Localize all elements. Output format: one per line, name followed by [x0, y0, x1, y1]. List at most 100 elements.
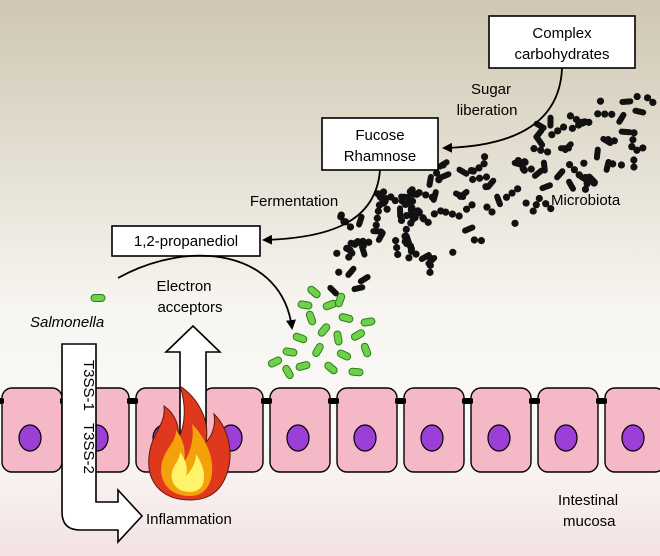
coccus-bacterium-icon [482, 183, 490, 191]
sugar-liberation-arrow [442, 67, 563, 153]
rod-bacterium-icon [360, 317, 376, 327]
coccus-bacterium-icon [462, 201, 476, 213]
coccus-bacterium-icon [483, 203, 496, 216]
rod-bacterium-icon [533, 127, 545, 140]
rod-bacterium-icon [566, 178, 576, 192]
nucleus [420, 424, 444, 452]
rod-bacterium-icon [562, 141, 574, 154]
coccus-bacterium-icon [376, 193, 391, 213]
mucosa-label: mucosa [563, 513, 616, 530]
rod-bacterium-icon [462, 224, 476, 234]
propanediol-box: 1,2-propanediol [111, 225, 261, 257]
coccus-bacterium-icon [372, 207, 382, 229]
coccus-bacterium-icon [596, 97, 605, 105]
epithelial-cell [269, 387, 331, 473]
microbiota-label: Microbiota [551, 192, 621, 209]
coccus-bacterium-icon [514, 156, 529, 166]
coccus-bacterium-icon [335, 268, 343, 276]
acceptors-label: acceptors [157, 299, 222, 316]
microbiota-cluster [327, 92, 657, 297]
rod-bacterium-icon [348, 367, 364, 377]
nucleus [487, 424, 511, 452]
rod-bacterium-icon [456, 166, 470, 177]
complex-carbohydrates-box: Complex carbohydrates [488, 15, 636, 69]
epithelial-cell [470, 387, 532, 473]
fucose-label: Fucose [355, 127, 404, 144]
rod-bacterium-icon [407, 206, 416, 221]
rod-bacterium-icon [354, 237, 367, 250]
coccus-bacterium-icon [430, 207, 445, 218]
coccus-bacterium-icon [419, 215, 428, 223]
rod-bacterium-icon [356, 213, 365, 228]
rod-bacterium-icon [436, 159, 450, 170]
rod-bacterium-icon [357, 274, 371, 285]
electron-acceptor-arrow [117, 254, 296, 330]
rod-bacterium-icon [360, 342, 372, 358]
coccus-bacterium-icon [406, 187, 421, 198]
salmonella-cluster [90, 285, 376, 380]
coccus-bacterium-icon [343, 244, 356, 257]
rod-bacterium-icon [292, 332, 308, 344]
nucleus [621, 424, 645, 452]
coccus-bacterium-icon [580, 159, 588, 167]
rod-bacterium-icon [312, 342, 324, 358]
coccus-bacterium-icon [633, 92, 641, 101]
rod-bacterium-icon [398, 193, 413, 201]
propanediol-label: 1,2-propanediol [134, 233, 238, 250]
coccus-bacterium-icon [392, 237, 402, 259]
t3ss-arrow [61, 343, 144, 545]
t3ss1-label: T3SS-1 [80, 360, 97, 411]
rod-bacterium-icon [603, 158, 612, 173]
inflammation-label: Inflammation [146, 511, 232, 528]
rod-bacterium-icon [90, 294, 106, 302]
coccus-bacterium-icon [610, 137, 618, 145]
rod-bacterium-icon [619, 98, 634, 105]
rod-bacterium-icon [531, 167, 545, 179]
coccus-bacterium-icon [405, 247, 416, 262]
coccus-bacterium-icon [617, 161, 626, 169]
coccus-bacterium-icon [633, 146, 641, 154]
rod-bacterium-icon [307, 285, 321, 299]
coccus-bacterium-icon [548, 123, 568, 139]
rod-bacterium-icon [533, 120, 547, 131]
rod-bacterium-icon [438, 171, 452, 181]
flame-icon [148, 384, 231, 501]
nucleus [286, 424, 310, 452]
fermentation-arrow [262, 169, 381, 245]
rod-bacterium-icon [333, 330, 343, 346]
rod-bacterium-icon [282, 364, 294, 380]
rod-bacterium-icon [547, 114, 554, 129]
rod-bacterium-icon [418, 252, 432, 263]
complex-label-1: Complex [532, 25, 592, 42]
nucleus [18, 424, 42, 452]
coccus-bacterium-icon [643, 94, 657, 107]
coccus-bacterium-icon [467, 167, 475, 175]
rod-bacterium-icon [295, 361, 311, 371]
liberation-label: liberation [457, 102, 518, 119]
rod-bacterium-icon [345, 265, 357, 278]
epithelial-cell [604, 387, 660, 473]
rod-bacterium-icon [586, 173, 598, 186]
rod-bacterium-icon [616, 111, 627, 125]
sugar-label: Sugar [471, 81, 511, 98]
rod-bacterium-icon [282, 347, 298, 357]
coccus-bacterium-icon [530, 144, 552, 156]
rod-bacterium-icon [351, 284, 366, 293]
coccus-bacterium-icon [469, 173, 491, 184]
rod-bacterium-icon [324, 361, 338, 375]
nucleus [353, 424, 377, 452]
epithelium [0, 387, 660, 473]
coccus-bacterium-icon [581, 185, 590, 193]
t3ss2-label: T3SS-2 [80, 423, 97, 474]
rod-bacterium-icon [539, 182, 553, 192]
rod-bacterium-icon [336, 349, 352, 361]
coccus-bacterium-icon [529, 194, 543, 215]
rod-bacterium-icon [370, 228, 385, 235]
rod-bacterium-icon [425, 254, 438, 267]
coccus-bacterium-icon [630, 156, 638, 171]
epithelial-cell [537, 387, 599, 473]
rod-bacterium-icon [334, 292, 346, 308]
coccus-bacterium-icon [522, 199, 530, 207]
electron-label: Electron [156, 278, 211, 295]
